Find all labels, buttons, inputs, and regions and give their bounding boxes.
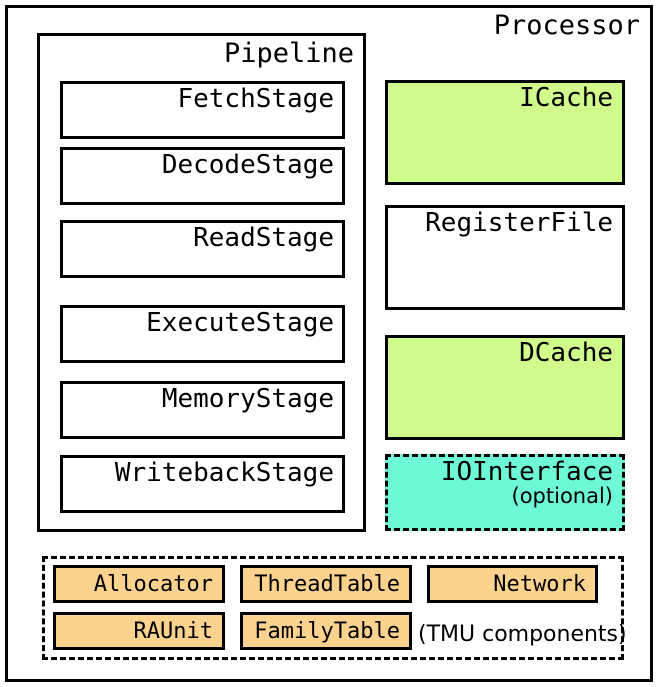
processor-label: Processor: [493, 10, 640, 41]
stage-label: ReadStage: [193, 223, 334, 253]
dcache-label: DCache: [519, 338, 613, 368]
stage-label: FetchStage: [177, 84, 334, 114]
tmu-raunit: RAUnit: [53, 612, 225, 650]
tmu-label: Network: [493, 572, 586, 597]
stage-label: DecodeStage: [161, 150, 334, 180]
stage-label: WritebackStage: [114, 458, 334, 488]
tmu-familytable: FamilyTable: [240, 612, 412, 650]
stage-decode: DecodeStage: [60, 147, 345, 205]
tmu-label: ThreadTable: [254, 572, 400, 597]
stage-fetch: FetchStage: [60, 81, 345, 139]
stage-memory: MemoryStage: [60, 381, 345, 439]
tmu-allocator: Allocator: [53, 565, 225, 603]
tmu-threadtable: ThreadTable: [240, 565, 412, 603]
icache-label: ICache: [519, 83, 613, 113]
iointerface-sublabel: (optional): [511, 484, 614, 508]
stage-execute: ExecuteStage: [60, 305, 345, 363]
tmu-label: Allocator: [93, 572, 213, 597]
dcache-block: DCache: [385, 335, 625, 440]
tmu-label: RAUnit: [133, 619, 213, 644]
stage-label: MemoryStage: [161, 384, 334, 414]
tmu-caption: (TMU components): [418, 622, 627, 647]
pipeline-label: Pipeline: [223, 38, 354, 69]
registerfile-label: RegisterFile: [425, 208, 613, 238]
stage-writeback: WritebackStage: [60, 455, 345, 513]
iointerface-label: IOInterface: [440, 457, 613, 487]
tmu-label: FamilyTable: [254, 619, 400, 644]
registerfile-block: RegisterFile: [385, 205, 625, 310]
tmu-network: Network: [427, 565, 598, 603]
icache-block: ICache: [385, 80, 625, 185]
stage-read: ReadStage: [60, 220, 345, 278]
stage-label: ExecuteStage: [146, 308, 334, 338]
tmu-container: [42, 556, 624, 660]
iointerface-block: IOInterface (optional): [385, 454, 625, 531]
